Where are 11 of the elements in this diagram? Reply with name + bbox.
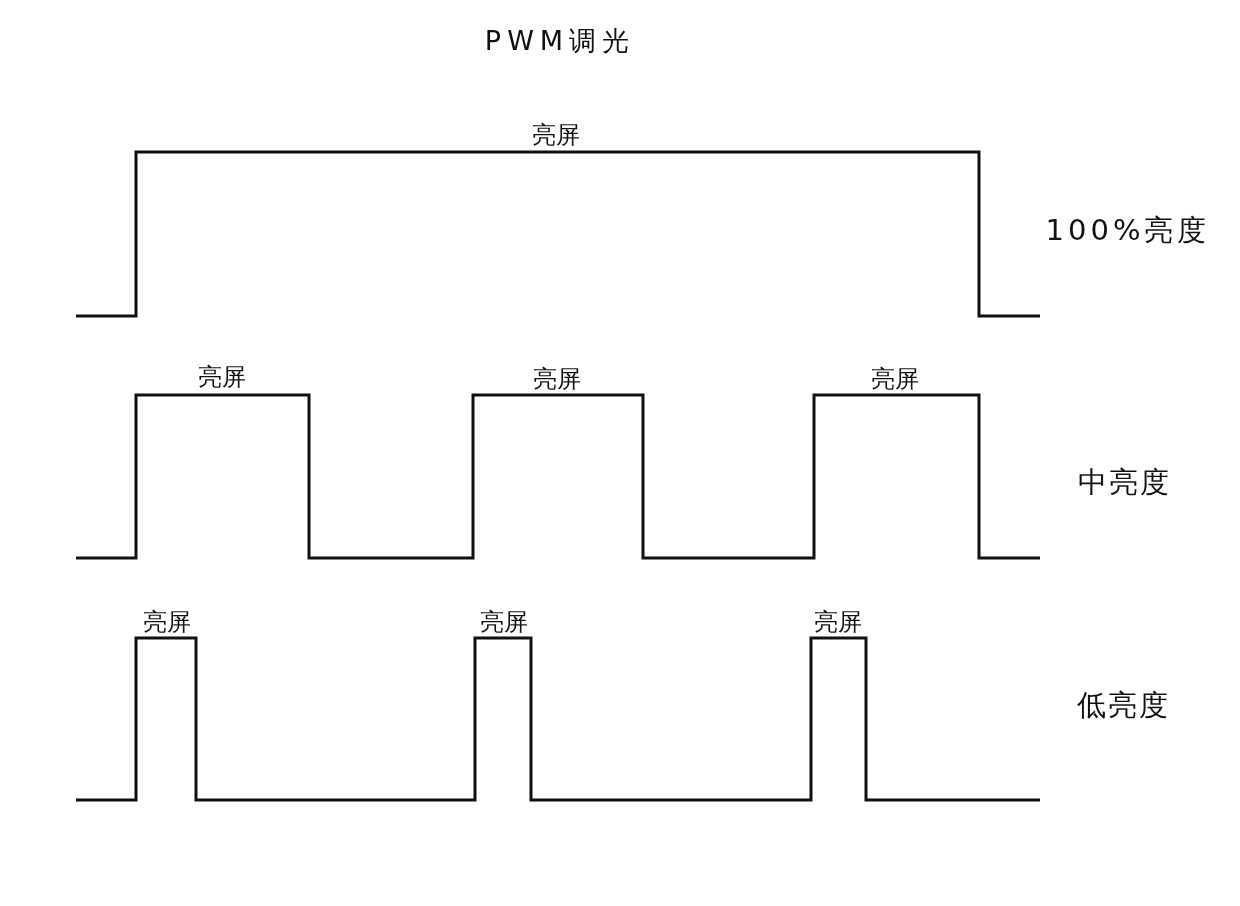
pulse-label: 亮屏 [480, 610, 528, 634]
brightness-label: 中亮度 [1077, 467, 1171, 497]
pulse-label: 亮屏 [198, 365, 246, 389]
title: PWM调光 [484, 26, 636, 54]
pulse-label: 亮屏 [533, 367, 581, 391]
pulse-label: 亮屏 [532, 123, 580, 147]
brightness-label: 100%亮度 [1045, 215, 1211, 245]
brightness-label: 低亮度 [1076, 690, 1170, 720]
pulse-label: 亮屏 [143, 610, 191, 634]
pulse-label: 亮屏 [814, 610, 862, 634]
pulse-label: 亮屏 [871, 367, 919, 391]
